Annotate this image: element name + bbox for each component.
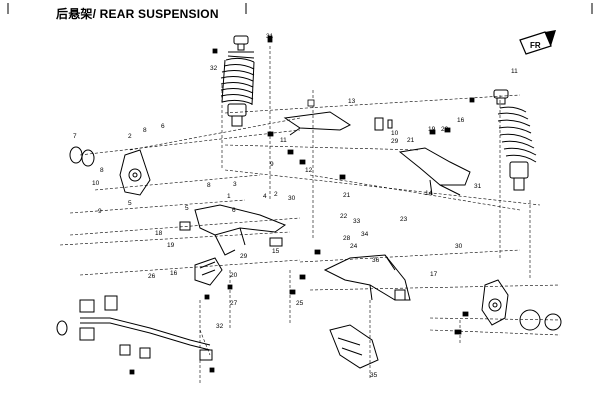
front-direction-icon: FR — [519, 30, 556, 55]
callout-number: 20 — [230, 272, 238, 279]
callout-number: 7 — [73, 133, 77, 140]
callout-number: 8 — [100, 167, 104, 174]
callout-number: 29 — [391, 138, 399, 145]
callout-number: 23 — [400, 216, 408, 223]
callout-number: 19 — [167, 242, 175, 249]
callout-number: 9 — [98, 208, 102, 215]
callout-number: 5 — [128, 200, 132, 207]
left-lower-arm — [179, 204, 287, 256]
callout-number: 25 — [296, 300, 304, 307]
callout-number: 31 — [474, 183, 482, 190]
callout-number: 17 — [430, 271, 438, 278]
callout-number: 12 — [305, 167, 313, 174]
right-knuckle — [481, 279, 562, 331]
callout-number: 2 — [274, 191, 278, 198]
callout-number: 5 — [185, 205, 189, 212]
right-shock-absorber — [493, 89, 537, 191]
callout-number: 21 — [407, 137, 415, 144]
right-lower-arm — [323, 254, 411, 301]
left-shock-absorber — [220, 35, 255, 127]
front-direction-label: FR — [530, 41, 541, 50]
left-knuckle — [69, 146, 151, 196]
callout-number: 30 — [455, 243, 463, 250]
callout-number: 26 — [148, 273, 156, 280]
callout-number: 1 — [227, 193, 231, 200]
page-title: 后悬架/ REAR SUSPENSION — [56, 7, 219, 21]
callout-number: 15 — [272, 248, 280, 255]
stabilizer-bar — [56, 295, 213, 361]
callout-number: 9 — [270, 161, 274, 168]
callout-number: 27 — [230, 300, 238, 307]
hardware-bolts — [129, 35, 475, 375]
right-upper-link — [398, 147, 471, 196]
callout-number: 18 — [155, 230, 163, 237]
callout-number: 16 — [457, 117, 465, 124]
callout-number: 28 — [343, 235, 351, 242]
callout-number: 6 — [161, 123, 165, 130]
callout-number: 8 — [207, 182, 211, 189]
callout-number: 20 — [441, 126, 449, 133]
callout-number: 2 — [128, 133, 132, 140]
callout-number: 32 — [216, 323, 224, 330]
callout-number: 21 — [343, 192, 351, 199]
guide-lines — [59, 46, 561, 385]
callout-number: 36 — [372, 257, 380, 264]
left-skid-plate — [194, 257, 223, 286]
callout-number: 14 — [425, 190, 433, 197]
callout-number: 19 — [428, 126, 436, 133]
callout-number: 31 — [266, 33, 274, 40]
callout-number: 13 — [348, 98, 356, 105]
callout-number: 32 — [210, 65, 218, 72]
callout-number: 34 — [361, 231, 369, 238]
callout-number: 8 — [143, 127, 147, 134]
callout-number: 24 — [350, 243, 358, 250]
callout-number: 11 — [511, 68, 518, 75]
callout-number: 10 — [92, 180, 100, 187]
callout-number: 29 — [240, 253, 248, 260]
callout-number: 35 — [370, 372, 378, 379]
callout-number: 6 — [232, 207, 236, 214]
callout-number: 4 — [263, 193, 267, 200]
upper-arm-right — [283, 111, 393, 136]
right-skid-plate — [329, 324, 379, 369]
callout-number: 16 — [170, 270, 178, 277]
callout-number: 11 — [280, 137, 287, 144]
callout-number: 10 — [391, 130, 399, 137]
callout-number: 3 — [233, 181, 237, 188]
callout-number: 33 — [353, 218, 361, 225]
callout-number: 30 — [288, 195, 296, 202]
callout-number: 22 — [340, 213, 348, 220]
